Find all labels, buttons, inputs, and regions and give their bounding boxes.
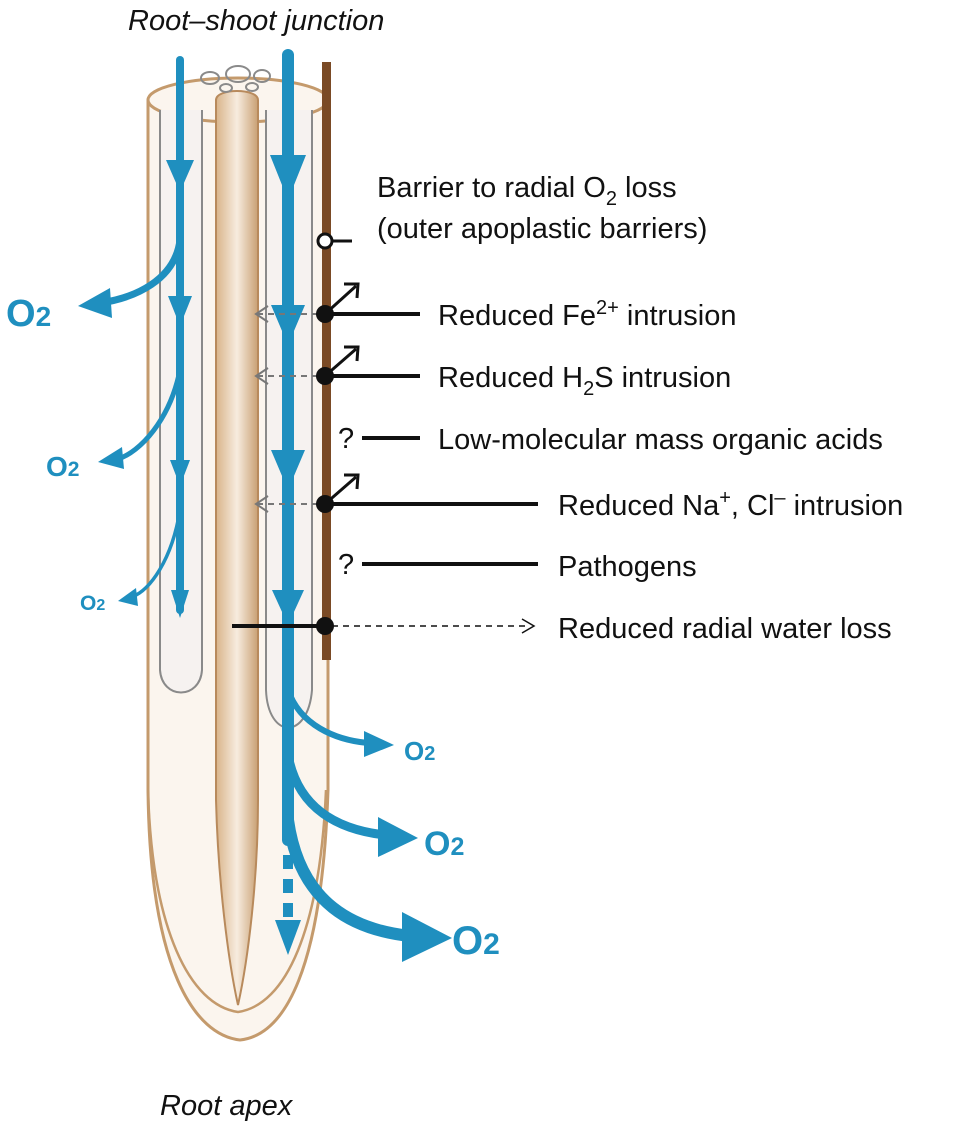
fe-marker (316, 305, 334, 323)
pathogens-label: Pathogens (558, 551, 697, 583)
barrier-annotation: Barrier to radial O2 loss (outer apoplas… (316, 172, 707, 250)
root-inner-outline (146, 789, 328, 1014)
right-o2-loss-head-2 (378, 817, 418, 857)
oxygen-flow (78, 49, 452, 962)
left-o2-loss-head-3 (118, 588, 138, 606)
o2-label-right-medium: O2 (424, 825, 464, 863)
right-o2-loss-arrow-3 (282, 814, 416, 942)
o2-label-left-small: O2 (80, 592, 105, 615)
right-flow-head-4 (272, 590, 304, 625)
barrier-layer (322, 62, 331, 660)
right-flow-head-1 (270, 155, 306, 200)
left-o2-loss-arrow-1 (96, 236, 184, 307)
root-apex-label: Root apex (160, 1090, 294, 1122)
h2s-marker (316, 367, 334, 385)
stele (215, 90, 259, 1006)
o2-label-left-large: O2 (6, 293, 51, 335)
acids-label: Low-molecular mass organic acids (438, 424, 883, 456)
root-body (146, 62, 331, 1042)
pathogens-question-mark: ? (338, 549, 354, 581)
nacl-marker (316, 495, 334, 513)
left-flow-head-3 (170, 460, 190, 486)
cross-section-cells (200, 65, 271, 93)
acids-question-mark: ? (338, 423, 354, 455)
effect-markers (316, 305, 334, 635)
barrier-label-line2: (outer apoplastic barriers) (377, 213, 707, 245)
nacl-label: Reduced Na+, Cl– intrusion (558, 487, 903, 522)
left-flow-head-2 (168, 296, 192, 326)
left-o2-loss-head-2 (98, 447, 124, 469)
left-o2-loss-arrow-2 (115, 367, 183, 462)
apex-flow-head (275, 920, 301, 955)
right-o2-loss-arrow-1 (285, 687, 371, 746)
water-loss-label: Reduced radial water loss (558, 613, 892, 645)
barrier-label-line1: Barrier to radial O2 loss (377, 172, 677, 210)
right-o2-loss-arrow-2 (283, 750, 390, 840)
barrier-marker-open (316, 232, 334, 250)
h2s-label: Reduced H2S intrusion (438, 362, 731, 400)
right-flow-head-3 (271, 450, 305, 490)
o2-label-right-large: O2 (452, 919, 500, 963)
fe-label: Reduced Fe2+ intrusion (438, 297, 736, 332)
root-shoot-junction-label: Root–shoot junction (128, 5, 384, 37)
o2-label-left-medium: O2 (46, 451, 79, 482)
left-flow-head-4 (171, 590, 189, 618)
right-o2-loss-head-3 (402, 912, 452, 962)
effect-lines (232, 284, 538, 628)
left-o2-loss-arrow-3 (130, 508, 182, 599)
water-marker (316, 617, 334, 635)
left-flow-head-1 (166, 160, 194, 192)
left-o2-loss-head-1 (78, 288, 112, 318)
effect-arrowheads (254, 282, 536, 634)
o2-label-right-small: O2 (404, 736, 435, 766)
right-o2-loss-head-1 (364, 731, 394, 757)
